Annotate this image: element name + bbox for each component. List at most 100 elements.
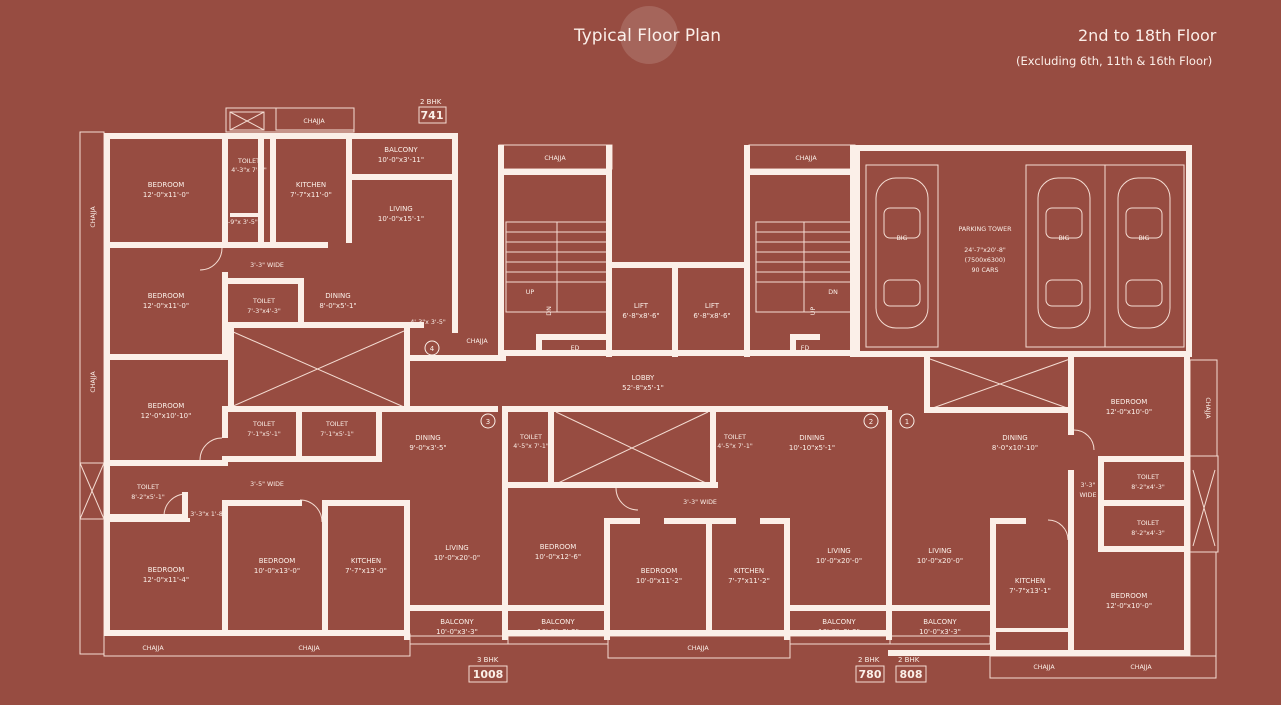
- svg-text:ED: ED: [571, 345, 580, 352]
- room-name: LIVING: [389, 205, 412, 213]
- room-size: 10'-0"x13'-0": [254, 567, 300, 575]
- room-size: 3'-3"x 1'-8": [190, 511, 226, 518]
- svg-text:4: 4: [430, 345, 435, 353]
- room-name: BALCONY: [440, 618, 474, 626]
- room-name: PARKING TOWER: [958, 226, 1012, 233]
- room-size: 10'-10"x5'-1": [789, 444, 835, 452]
- room-size: 12'-0"x10'-0": [1106, 602, 1152, 610]
- room-size: 12'-0"x11'-4": [143, 576, 189, 584]
- car-outline-2: [1037, 177, 1091, 329]
- unit-tag-780: 2 BHK 780: [855, 656, 885, 683]
- room-size: 7'-3"x4'-3": [247, 308, 281, 315]
- svg-text:1: 1: [905, 418, 909, 426]
- svg-text:CHAJJA: CHAJJA: [687, 645, 709, 652]
- room-name: KITCHEN: [351, 557, 381, 565]
- svg-text:CHAJJA: CHAJJA: [90, 371, 97, 393]
- svg-text:BIG: BIG: [1058, 235, 1069, 242]
- svg-text:CHAJJA: CHAJJA: [90, 206, 97, 228]
- room-name: BALCONY: [541, 618, 575, 626]
- room-size: 4'-5"x 7'-1": [513, 443, 549, 450]
- room-name: DINING: [325, 292, 350, 300]
- svg-text:CHAJJA: CHAJJA: [298, 645, 320, 652]
- unit-type-label: 2 BHK: [858, 656, 880, 664]
- room-name: TOILET: [325, 421, 348, 428]
- room-name: DINING: [799, 434, 824, 442]
- svg-text:FD: FD: [801, 345, 810, 352]
- svg-text:DN: DN: [546, 306, 553, 316]
- unit-number-4: 4: [424, 340, 440, 356]
- room-name: DINING: [415, 434, 440, 442]
- room-size: 12'-0"x10'-0": [1106, 408, 1152, 416]
- room-name: TOILET: [237, 158, 260, 165]
- svg-text:CHAJJA: CHAJJA: [795, 155, 817, 162]
- room-name: LIFT: [705, 302, 720, 310]
- room-name: LIVING: [445, 544, 468, 552]
- room-size: 10'-0"x15'-1": [378, 215, 424, 223]
- room-name: TOILET: [252, 421, 275, 428]
- room-name: DINING: [1002, 434, 1027, 442]
- room-size: 10'-0"x3'-11": [378, 156, 424, 164]
- room-name: LIVING: [827, 547, 850, 555]
- car-labels: BIG BIG BIG: [896, 235, 1149, 242]
- svg-text:3'-3" WIDE: 3'-3" WIDE: [683, 499, 717, 506]
- unit-type-label: 2 BHK: [420, 98, 442, 106]
- parking-spec: (7500x6300): [965, 257, 1006, 264]
- room-name: KITCHEN: [734, 567, 764, 575]
- stair-right: [755, 221, 853, 313]
- room-size: 12'-0"x10'-10": [141, 412, 192, 420]
- svg-text:CHAJJA: CHAJJA: [466, 338, 488, 345]
- svg-text:CHAJJA: CHAJJA: [303, 118, 325, 125]
- room-name: TOILET: [136, 484, 159, 491]
- room-size: 52'-8"x5'-1": [622, 384, 664, 392]
- room-size: 10'-0"x12'-6": [535, 553, 581, 561]
- room-size: 6'-8"x8'-6": [622, 312, 659, 320]
- room-size: 7'-1"x5'-1": [247, 431, 281, 438]
- unit-area-number: 1008: [473, 668, 504, 681]
- svg-text:3: 3: [486, 418, 490, 426]
- room-size: 7'-7"x11'-0": [290, 191, 332, 199]
- unit-type-label: 3 BHK: [477, 656, 499, 664]
- room-size: 8'-0"x5'-1": [319, 302, 356, 310]
- svg-text:BIG: BIG: [1138, 235, 1149, 242]
- room-name: BEDROOM: [148, 181, 185, 189]
- svg-text:2: 2: [869, 418, 873, 426]
- room-size: 7'-1"x5'-1": [320, 431, 354, 438]
- room-name: BEDROOM: [641, 567, 678, 575]
- room-name: BEDROOM: [148, 566, 185, 574]
- room-size: 7'-7"x13'-0": [345, 567, 387, 575]
- room-size: 4'-3"x 7'-1": [231, 167, 267, 174]
- room-size: 8'-2"x5'-1": [131, 494, 165, 501]
- floor-exclusion-note: (Excluding 6th, 11th & 16th Floor): [1016, 54, 1213, 68]
- room-size: 8'-2"x4'-3": [1131, 530, 1165, 537]
- unit-type-label: 2 BHK: [898, 656, 920, 664]
- room-name: BEDROOM: [259, 557, 296, 565]
- room-size: 10'-0"x3'-3": [537, 628, 579, 636]
- room-size: 10'-0"x11'-2": [636, 577, 682, 585]
- room-size: 9'-0"x3'-5": [409, 444, 446, 452]
- room-size: 8'-0"x10'-10": [992, 444, 1038, 452]
- svg-text:3'-3": 3'-3": [1081, 482, 1096, 489]
- car-outline-3: [1117, 177, 1171, 329]
- room-name: KITCHEN: [296, 181, 326, 189]
- svg-text:3'-3" WIDE: 3'-3" WIDE: [250, 262, 284, 269]
- room-name: BEDROOM: [148, 402, 185, 410]
- room-name: BEDROOM: [1111, 398, 1148, 406]
- room-name: TOILET: [1136, 520, 1159, 527]
- room-size: 12'-0"x11'-0": [143, 302, 189, 310]
- room-size: 10'-0"x3'-3": [919, 628, 961, 636]
- svg-text:UP: UP: [526, 289, 535, 296]
- room-name: BEDROOM: [148, 292, 185, 300]
- room-name: TOILET: [252, 298, 275, 305]
- unit-tag-741: 2 BHK 741: [418, 98, 447, 124]
- room-name: LIFT: [634, 302, 649, 310]
- unit-number-1: 1: [899, 413, 915, 429]
- unit-number-2: 2: [863, 413, 879, 429]
- car-outline-1: [875, 177, 929, 329]
- unit-tag-808: 2 BHK 808: [895, 656, 927, 683]
- room-size: 10'-0"x20'-0": [816, 557, 862, 565]
- room-name: LIVING: [928, 547, 951, 555]
- room-name: TOILET: [519, 434, 542, 441]
- room-size: 7'-7"x13'-1": [1009, 587, 1051, 595]
- unit-area-number: 741: [421, 109, 444, 122]
